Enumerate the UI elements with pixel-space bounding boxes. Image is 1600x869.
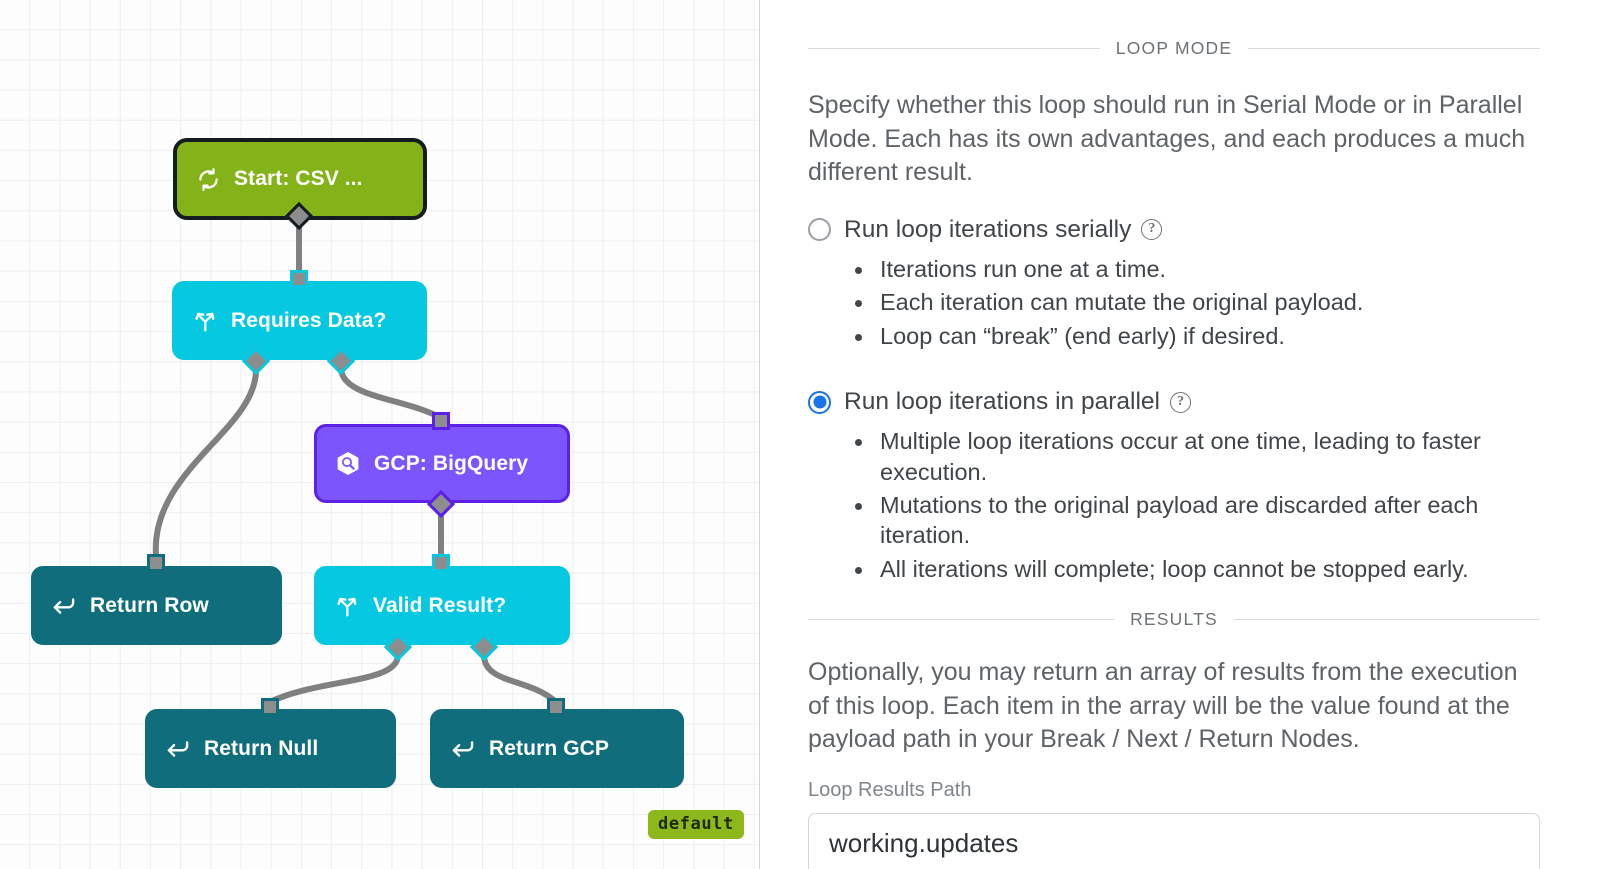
flow-node-return-gcp[interactable]: Return GCP [430,709,684,788]
flow-node-return-row[interactable]: Return Row [31,566,282,645]
return-arrow-icon [450,736,476,762]
parallel-bullet-list: Multiple loop iterations occur at one ti… [852,426,1540,584]
flow-node-label: Requires Data? [231,308,387,332]
list-item: Loop can “break” (end early) if desired. [852,321,1540,351]
radio-parallel-indicator[interactable] [808,390,831,414]
radio-serial-indicator[interactable] [808,218,831,242]
section-title: LOOP MODE [1115,38,1233,58]
loop-sync-icon [195,166,221,192]
flow-node-return-null[interactable]: Return Null [145,709,396,788]
flow-node-label: Valid Result? [373,593,507,617]
section-title: RESULTS [1130,609,1218,629]
status-badge-default: default [648,810,744,839]
edge-requires-to-return-row [152,367,259,559]
flow-node-valid-result[interactable]: Valid Result? [314,566,570,645]
flow-node-label: GCP: BigQuery [374,451,529,475]
flow-node-label: Start: CSV ... [234,167,363,190]
list-item: All iterations will complete; loop canno… [852,554,1540,584]
bigquery-hexagon-icon [335,451,361,477]
radio-option-parallel[interactable]: Run loop iterations in parallel ? [808,387,1540,415]
branch-fork-icon [334,593,360,619]
rule-right [1248,48,1541,49]
spacer [808,354,1540,384]
flow-canvas[interactable]: Start: CSV ... Requires Data? [0,0,760,869]
question-mark-icon[interactable]: ? [1141,219,1163,241]
branch-fork-icon [192,308,218,334]
flow-node-label: Return Row [90,593,209,617]
rule-left [808,619,1115,620]
spacer [808,587,1540,609]
port-in-return-row[interactable] [147,554,165,572]
flow-node-gcp-bigquery[interactable]: GCP: BigQuery [314,424,570,503]
radio-parallel-label: Run loop iterations in parallel [844,387,1160,415]
loop-results-path-input[interactable] [808,812,1540,869]
return-arrow-icon [51,593,77,619]
port-in-return-gcp[interactable] [547,698,565,716]
port-in-requires-data[interactable] [290,270,308,288]
serial-bullet-list: Iterations run one at a time. Each itera… [852,254,1540,351]
edge-requires-to-bigquery [338,367,444,421]
port-in-valid-result[interactable] [432,554,450,572]
question-mark-icon[interactable]: ? [1169,391,1191,413]
panel-divider [759,0,760,869]
port-in-gcp-bigquery[interactable] [432,412,450,430]
rule-left [808,48,1100,49]
edge-valid-to-return-gcp [481,652,559,705]
loop-mode-description: Specify whether this loop should run in … [808,91,1526,186]
flow-node-label: Return GCP [489,736,610,760]
settings-panel: LOOP MODE Specify whether this loop shou… [760,0,1600,869]
radio-option-serial[interactable]: Run loop iterations serially ? [808,215,1540,243]
edge-valid-to-return-null [267,652,401,705]
flow-node-requires-data[interactable]: Requires Data? [172,281,427,360]
section-header-results: RESULTS [808,609,1541,630]
results-description: Optionally, you may return an array of r… [808,658,1518,753]
radio-serial-label: Run loop iterations serially [844,215,1132,243]
loop-results-path-label: Loop Results Path [808,778,972,801]
radio-parallel-label-wrap: Run loop iterations in parallel ? [844,387,1191,415]
flow-node-label: Return Null [204,736,319,760]
list-item: Each iteration can mutate the original p… [852,287,1540,317]
list-item: Iterations run one at a time. [852,254,1540,284]
list-item: Multiple loop iterations occur at one ti… [852,426,1540,487]
radio-serial-label-wrap: Run loop iterations serially ? [844,215,1163,243]
port-in-return-null[interactable] [261,698,279,716]
return-arrow-icon [165,736,191,762]
rule-right [1233,619,1541,620]
list-item: Mutations to the original payload are di… [852,490,1540,551]
section-header-loop-mode: LOOP MODE [808,38,1541,59]
